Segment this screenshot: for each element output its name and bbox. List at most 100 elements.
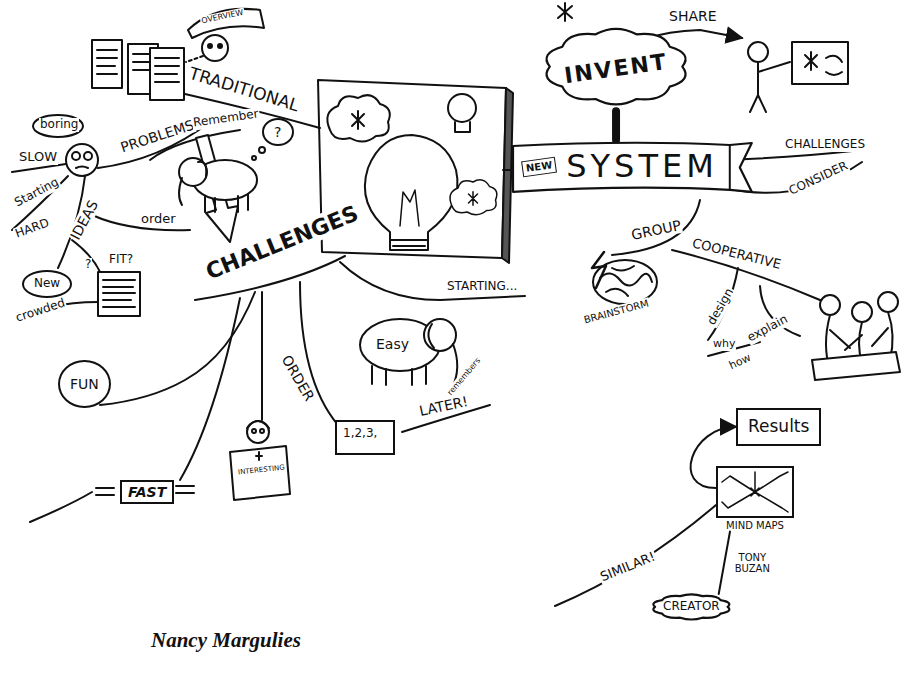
forgetful-elephant — [179, 119, 293, 212]
node-text: CREATOR — [663, 600, 720, 614]
ribbon-fold — [729, 145, 731, 190]
node-text: MIND MAPS — [716, 520, 794, 532]
branch-word: CONSIDER — [786, 159, 851, 199]
branch-word: SIMILAR! — [597, 549, 658, 585]
mind-map-sketch-stroke — [12, 3, 900, 606]
branch-lines-stroke — [555, 505, 716, 606]
documents-icon — [92, 40, 184, 100]
order-box: 1,2,3, — [335, 420, 395, 455]
central-picture-stroke — [450, 180, 497, 215]
cooperative-people-stroke — [820, 295, 840, 315]
brainstorm-brain-stroke — [592, 252, 606, 288]
branch-word: FIT? — [108, 253, 134, 267]
central-picture-stroke — [318, 80, 506, 258]
presenting-person-stroke — [748, 42, 768, 62]
interesting-person-stroke — [252, 429, 256, 433]
worried-face-stroke — [76, 167, 88, 169]
presenting-person-stroke — [826, 56, 842, 75]
branch-word: Starting — [12, 175, 63, 211]
central-picture-stroke — [352, 111, 364, 129]
worried-face-stroke — [33, 115, 83, 137]
branch-lines — [12, 94, 862, 606]
ribbon-outline — [513, 143, 752, 192]
worried-face-stroke — [72, 152, 80, 160]
new-idea-oval: New — [22, 270, 72, 298]
easy-elephant — [360, 319, 457, 388]
central-picture-stroke — [390, 240, 428, 246]
branch-word: remembers — [445, 355, 483, 398]
crowded-list — [98, 272, 140, 316]
node-text: FUN — [70, 376, 99, 392]
cooperative-people-stroke — [878, 292, 898, 312]
branch-word: COOPERATIVE — [690, 236, 784, 273]
documents-icon-stroke — [150, 48, 184, 100]
branch-word: design — [704, 285, 737, 328]
overview-head-stroke — [218, 44, 222, 48]
branch-word: PROBLEMS — [117, 116, 197, 156]
branch-word: why — [712, 338, 736, 351]
crowded-list-stroke — [98, 272, 140, 316]
author-caption: Nancy Margulies — [150, 628, 302, 652]
brainstorm-brain — [592, 252, 657, 304]
forgetful-elephant-stroke — [179, 158, 207, 186]
branch-word: STARTING... — [446, 280, 518, 294]
node-text: 1,2,3, — [343, 427, 377, 441]
central-picture-stroke — [502, 88, 513, 263]
branch-lines-stroke — [340, 262, 525, 300]
interesting-person-stroke — [230, 446, 290, 500]
branch-word: order — [140, 212, 177, 227]
presenting-person-stroke — [792, 42, 848, 84]
central-picture-stroke-stroke — [450, 180, 497, 215]
forgetful-elephant-stroke — [179, 178, 182, 205]
branch-lines-stroke — [261, 292, 263, 420]
node-text: FAST — [128, 484, 166, 500]
forgetful-elephant-stroke — [259, 147, 265, 153]
branch-word: how — [726, 351, 754, 373]
central-picture-stroke — [448, 94, 476, 122]
branch-lines-stroke — [72, 240, 100, 272]
branch-word: ? — [273, 124, 282, 140]
branch-word: Easy — [375, 336, 410, 352]
crowded-list-stroke — [103, 280, 135, 307]
forgetful-elephant-stroke — [198, 162, 206, 176]
central-picture-stroke — [365, 135, 458, 250]
cooperative-people-stroke — [852, 302, 872, 322]
edge-label: TONY BUZAN — [728, 551, 776, 575]
documents-icon-stroke — [92, 40, 122, 88]
node-text: SYSTEM — [566, 148, 718, 185]
branch-word: IDEAS — [67, 197, 102, 244]
branch-word: SHARE — [668, 8, 718, 24]
central-picture-stroke — [327, 95, 389, 141]
central-picture-stroke-stroke — [469, 192, 478, 206]
branch-word: SLOW — [18, 150, 58, 165]
mind-maps-picture: MIND MAPS — [716, 466, 794, 532]
forgetful-elephant-stroke — [263, 119, 293, 145]
branch-word: Remember — [191, 107, 260, 130]
branch-lines-stroke — [612, 200, 700, 255]
easy-elephant-stroke — [372, 366, 426, 385]
creator-cloud: CREATOR — [646, 588, 737, 626]
central-picture-stroke — [400, 190, 419, 226]
branch-lines-stroke — [30, 492, 92, 522]
presenting-person — [748, 42, 848, 112]
forgetful-elephant-stroke — [252, 156, 256, 160]
mind-map-sketch — [718, 468, 792, 516]
forgetful-elephant-stroke — [205, 194, 248, 212]
cloud-outline — [653, 594, 729, 619]
share-arrow-stroke — [558, 3, 572, 21]
worried-face — [33, 115, 98, 176]
interesting-person-stroke — [260, 429, 264, 433]
results-box: Results — [736, 408, 821, 446]
system-banner: NEWSYSTEM — [512, 140, 754, 195]
branch-word: LATER! — [417, 393, 471, 419]
node-text: Results — [748, 417, 809, 437]
cloud-outline — [547, 29, 686, 105]
overview-head-stroke — [202, 35, 228, 61]
overview-head-stroke — [208, 44, 212, 48]
tree-trunk-connector — [612, 111, 620, 140]
interesting-person-stroke — [256, 452, 262, 460]
interesting-person — [230, 421, 290, 500]
easy-elephant-stroke — [428, 324, 434, 348]
